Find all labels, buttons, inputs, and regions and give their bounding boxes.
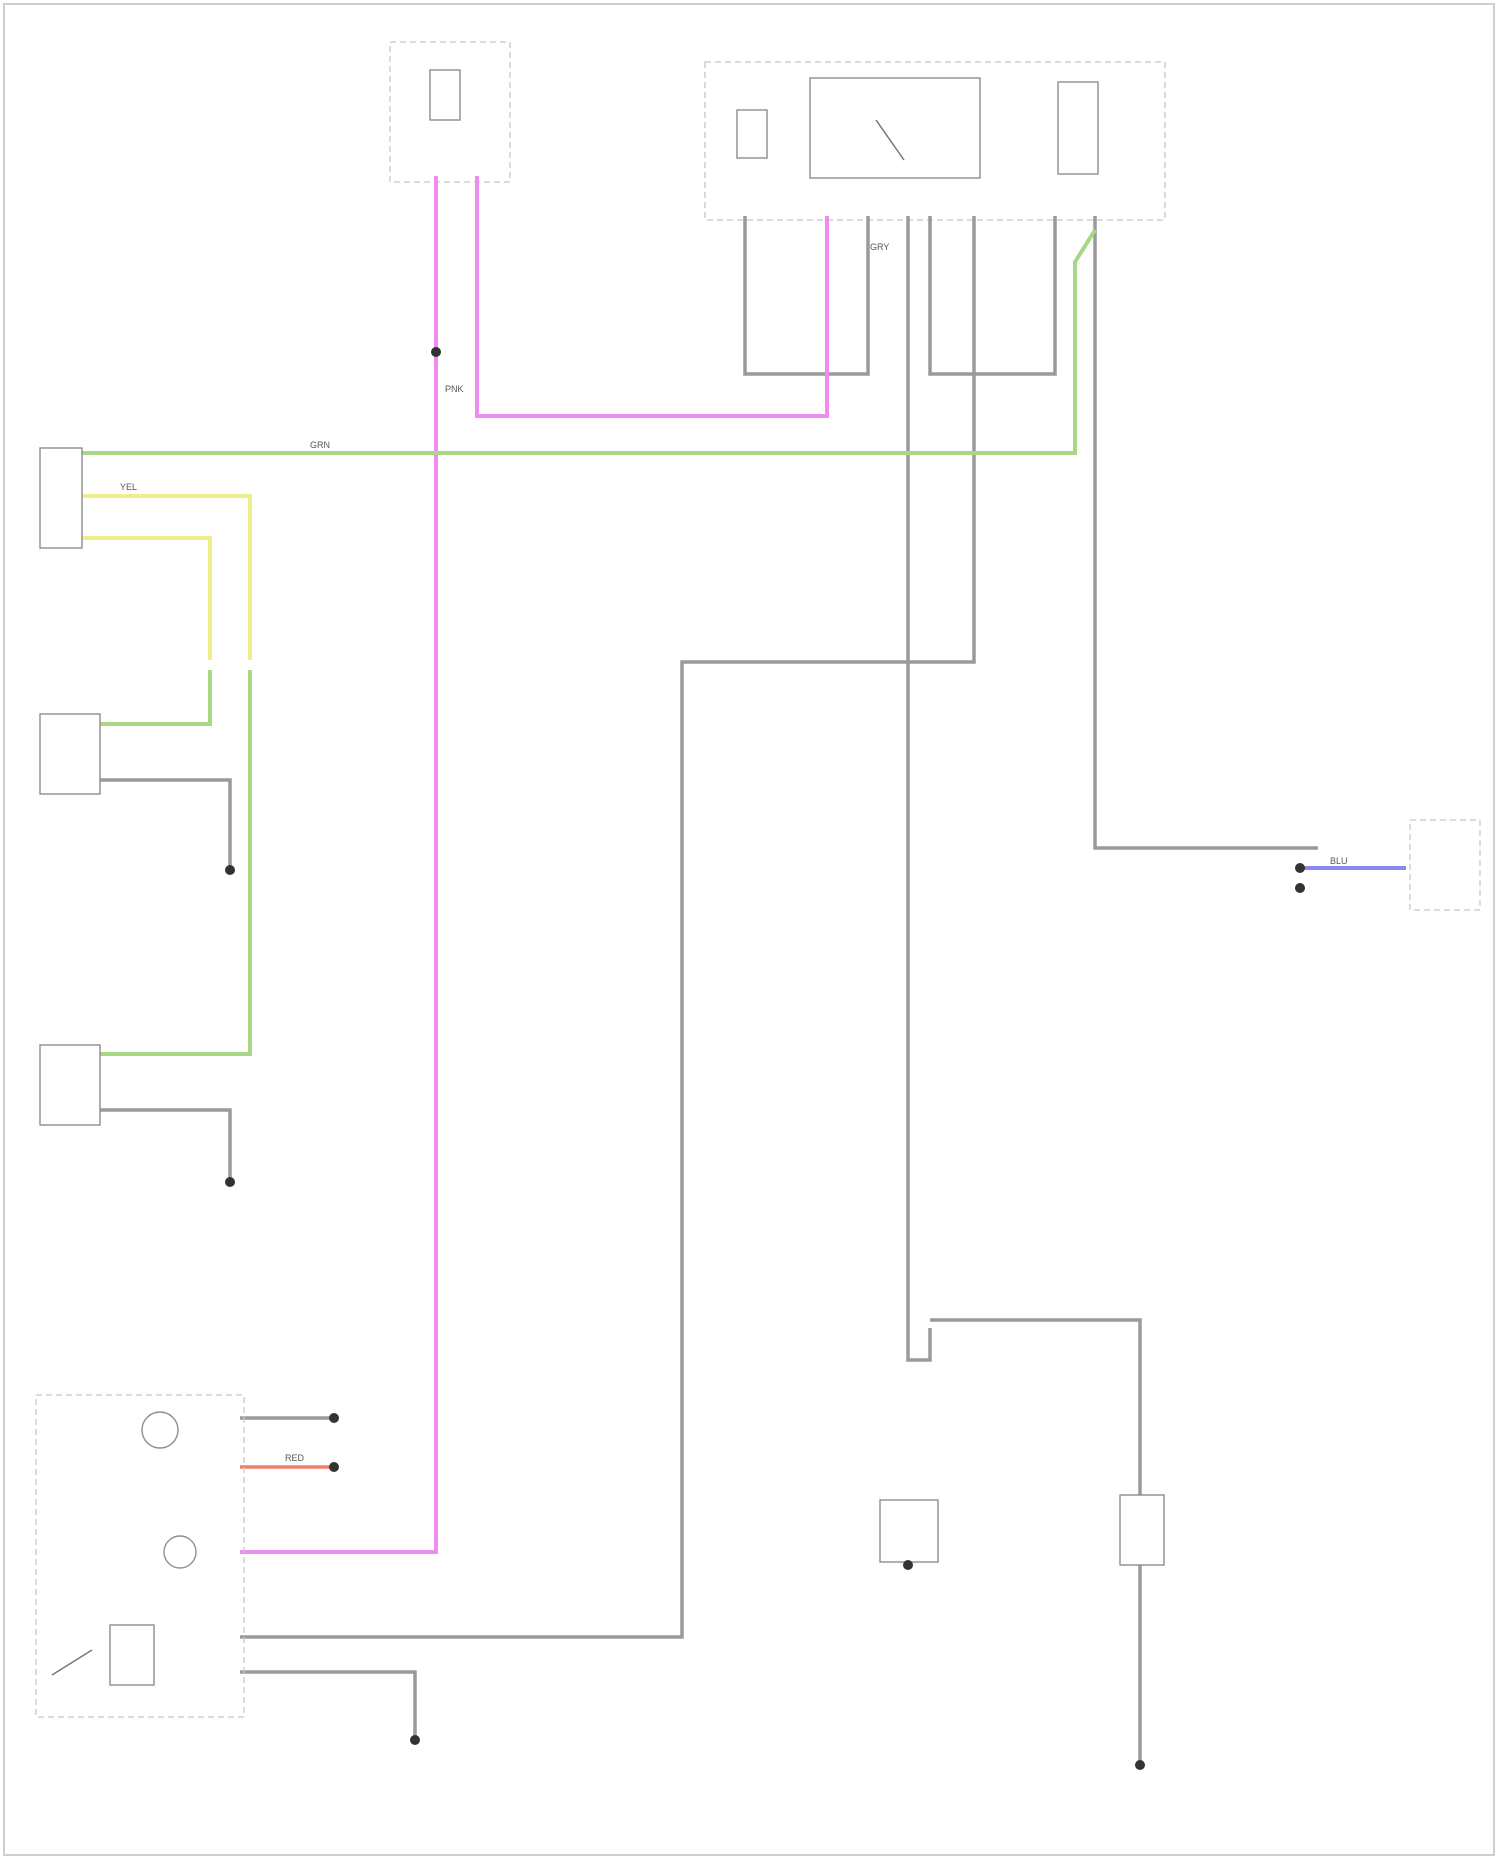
ground-dot-upper <box>329 1413 339 1423</box>
junction-fuse-left-icon <box>737 110 767 158</box>
brake-switch-component <box>1120 1495 1164 1565</box>
wire-label-green: GRN <box>310 440 330 450</box>
pink-upper-loop <box>477 176 827 416</box>
yellow-wire-1 <box>80 496 250 660</box>
gray-vertical-relay <box>908 216 930 1360</box>
engine-switch-icon <box>52 1650 92 1675</box>
pink-main-run <box>240 176 436 1552</box>
right-mount-component <box>880 1500 938 1562</box>
gray-brake-feed <box>930 1320 1140 1765</box>
ground-dot-right-sensor <box>225 865 235 875</box>
green-main-run <box>80 230 1095 453</box>
gray-ground-engine <box>240 1672 415 1740</box>
fuse-block-fuse-icon <box>430 70 460 120</box>
wire-label-yellow: YEL <box>120 482 137 492</box>
ground-dot-red <box>329 1462 339 1472</box>
engine-relay-icon <box>110 1625 154 1685</box>
engine-sensor-icon <box>164 1536 196 1568</box>
ground-dot-mount <box>903 1560 913 1570</box>
left-sensor-component <box>40 1045 100 1125</box>
gray-engine-feed <box>240 216 974 1637</box>
junction-relay-icon <box>810 78 980 178</box>
wire-label-red: RED <box>285 1453 305 1463</box>
wire-label-blue: BLU <box>1330 856 1348 866</box>
green-left-sensor <box>100 670 250 1054</box>
right-sensor-component <box>40 714 100 794</box>
yellow-wire-group <box>80 496 250 660</box>
gray-ground-right-sensor <box>100 780 230 870</box>
gray-loop-right <box>930 216 1055 374</box>
wire-label-pink: PNK <box>445 384 464 394</box>
gray-right-feed <box>1095 216 1318 848</box>
gray-loop-left <box>745 216 868 374</box>
splice-dot <box>431 347 441 357</box>
yellow-wire-2 <box>80 538 210 660</box>
crank-sensor-connector <box>40 448 82 548</box>
splice-dot-blue <box>1295 863 1305 873</box>
green-right-sensor <box>100 670 210 724</box>
junction-fuse-right-icon <box>1058 82 1098 174</box>
engine-motor-icon <box>142 1412 178 1448</box>
pink-wire-group <box>240 176 827 1552</box>
gray-ground-left-sensor <box>100 1110 230 1182</box>
data-connector <box>1410 820 1480 910</box>
ground-dot-brake <box>1135 1760 1145 1770</box>
ground-dot-engine <box>410 1735 420 1745</box>
green-wire-group <box>80 230 1095 1054</box>
ground-dot-left-sensor <box>225 1177 235 1187</box>
splice-dot-blue-2 <box>1295 883 1305 893</box>
wire-label-gray: GRY <box>870 242 889 252</box>
